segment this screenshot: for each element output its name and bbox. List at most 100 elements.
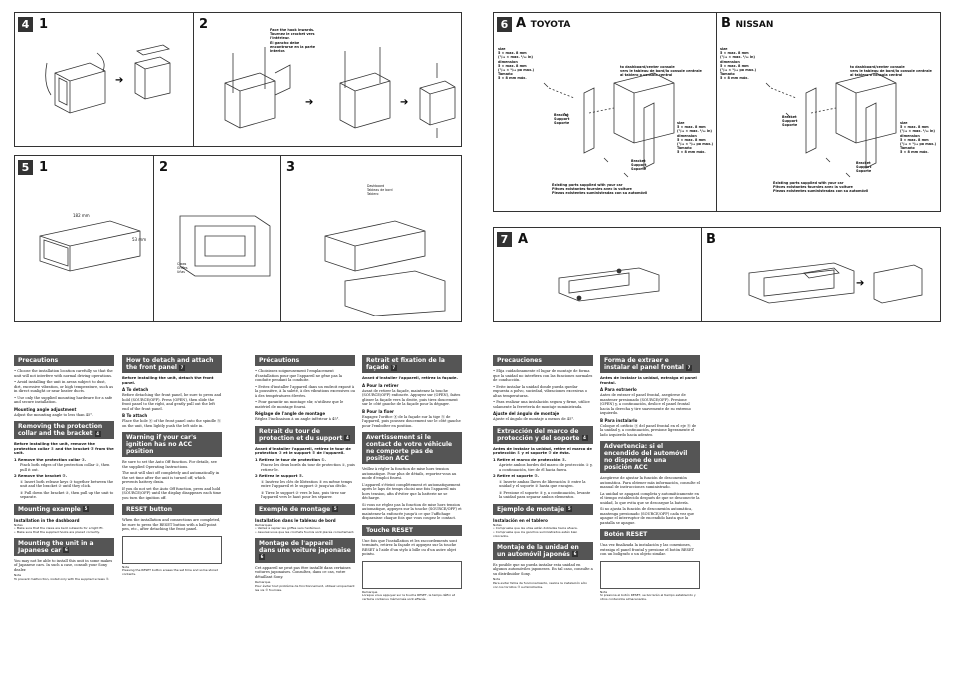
step-1-es: 1 Retire el marco de protección ①. — [493, 456, 567, 462]
figure-ref: 5 — [566, 506, 573, 512]
heading-text: Retrait du tour de protection et du supp… — [259, 427, 343, 442]
precaution-fr-2: • Evitez d'installer l'appareil dans un … — [255, 384, 355, 398]
reset-text: When the installation and connections ar… — [122, 518, 221, 531]
reset-illustration-fr — [362, 560, 462, 589]
remove-bracket-illustration: ➔ ➔ — [224, 47, 456, 138]
bracket-label-nissan-1: Bracket Support Soporte — [782, 115, 798, 128]
nissan-title: B NISSAN — [721, 16, 773, 31]
dashboard-cutout-illustration — [39, 220, 141, 272]
to-detach-heading-es: A Para extraerlo — [600, 387, 637, 392]
heading-text: Montage de l'appareil dans une voiture j… — [259, 539, 351, 554]
step-2-b-fr: ② Tirez le support ② vers le bas, puis t… — [261, 490, 346, 500]
figure-5-badge: 5 — [18, 160, 33, 175]
step-2: 2 Remove the bracket ②. — [14, 473, 68, 478]
front-panel-heading-es: Forma de extraer e instalar el panel fro… — [600, 355, 700, 373]
screw-note-fr: Remarque Pour éviter tout problème de fo… — [255, 580, 355, 592]
step-1-detail: Pinch both edges of the protection colla… — [20, 463, 110, 472]
acc-warning-es-1: Asegúrese de ajustar la función de desco… — [600, 476, 700, 489]
precautions-heading-fr: Précautions — [255, 355, 355, 366]
figure-6-panel: 6 A TOYOTA B NISSAN size 5 × max. 8 mm (… — [493, 12, 941, 212]
heading-text: Retrait et fixation de la façade — [366, 357, 445, 371]
existing-parts-nissan: Existing parts supplied with your car Pi… — [773, 181, 869, 194]
toyota-title: A TOYOTA — [516, 16, 570, 31]
figure-6-badge: 6 — [497, 17, 512, 32]
removing-collar-heading: Removing the protection collar and the b… — [14, 421, 114, 439]
column-spanish-right: Forma de extraer e instalar el panel fro… — [600, 355, 700, 605]
reset-text-fr: Une fois que l'installation et les racco… — [362, 538, 458, 557]
heading-text: Exemple de montage — [259, 505, 331, 513]
reset-note-es: Nota Si presiona el botón RESET, se borr… — [600, 589, 696, 602]
claws-label: Claws Griffes Uñas — [177, 262, 188, 274]
figure-4-badge: 4 — [18, 17, 33, 32]
precaution-fr-1: • Choisissez soigneusement l'emplacement… — [255, 369, 342, 382]
step-1-fr: 1 Retirez le tour de protection ①. — [255, 456, 326, 462]
step-2-b-es: ② Presione el soporte ② y, a continuació… — [499, 490, 591, 500]
precautions-heading-es: Precauciones — [493, 355, 593, 366]
figure-ref: 4 — [581, 435, 588, 441]
angle-text-es: Ajuste el ángulo de montaje a menos de 4… — [493, 417, 575, 421]
step-2-fr: 2 Retirez le support ②. — [255, 473, 304, 478]
divider — [716, 13, 717, 211]
japanese-car-text-fr: Cet appareil ne peut pas être installé d… — [255, 565, 351, 579]
reset-heading: RESET button — [122, 504, 222, 515]
detach-intro: Before installing the unit, detach the f… — [122, 375, 214, 385]
japanese-car-heading-fr: Montage de l'appareil dans une voiture j… — [255, 537, 355, 563]
section-letter-b: B — [721, 16, 731, 31]
figure-4-panel: 4 1 2 ➔ ➔ ➔ Face the hook inwards. Tourn… — [14, 12, 462, 147]
screw-size-nissan-top: size 5 × max. 8 mm (⁷/₃₂ × max. ⁵/₁₆ in)… — [720, 47, 757, 81]
mounting-angle-text: Adjust the mounting angle to less than 4… — [14, 412, 94, 417]
bracket-label-toyota-1: Bracket Support Soporte — [554, 113, 570, 126]
figure-ref: 4 — [94, 430, 101, 437]
reset-illustration — [122, 535, 222, 564]
reset-illustration-es — [600, 560, 700, 589]
acc-warning-heading: Warning if your car's ignition has no AC… — [122, 432, 222, 457]
japanese-car-text: You may not be able to install this unit… — [14, 558, 113, 572]
figure-ref: 7 — [686, 364, 693, 371]
removing-collar-heading-fr: Retrait du tour de protection et du supp… — [255, 425, 355, 444]
japanese-car-text-es: Es posible que no pueda instalar esta un… — [493, 562, 593, 576]
figure-ref: 7 — [390, 364, 397, 371]
before-install-text: Before installing the unit, remove the p… — [14, 441, 114, 455]
step-2-a-es: ① Inserte ambas llaves de liberación ③ e… — [499, 479, 586, 489]
screw-note-es: Nota Para evitar fallos de funcionamient… — [493, 577, 587, 589]
to-attach-heading-es: B Para instalarlo — [600, 417, 638, 423]
precaution-es-2: • Evite instalar la unidad donde pueda q… — [493, 384, 588, 398]
step-2-a-fr: ① Insérez les clés de libération ③ en mê… — [261, 479, 353, 489]
heading-text: Forma de extraer e instalar el panel fro… — [604, 357, 684, 371]
acc-warning-3: If you do not set the Auto Off function,… — [122, 486, 222, 500]
acc-warning-heading-fr: Avertissement si le contact de votre véh… — [362, 432, 462, 464]
reset-heading-fr: Touche RESET — [362, 524, 462, 536]
before-install-es: Antes de instalar la unidad, retire el m… — [493, 445, 592, 455]
notes-es: Notas • Compruebe que las uñas están dob… — [493, 522, 578, 538]
to-attach-text-fr: Engagez l'orifice ⓐ de la façade sur la … — [362, 414, 461, 428]
to-detach-text: Before detaching the front panel, be sur… — [122, 393, 222, 411]
width-dimension: 182 mm — [73, 213, 90, 218]
mounting-example-heading-es: Ejemplo de montaje 5 — [493, 503, 593, 515]
remove-collar-illustration: ➔ — [45, 44, 171, 114]
precaution-2: • Avoid installing the unit in areas sub… — [14, 380, 114, 393]
svg-text:➔: ➔ — [305, 97, 313, 108]
acc-warning-fr-1: Veillez à régler la fonction de mise hor… — [362, 467, 457, 480]
precaution-3: • Use only the supplied mounting hardwar… — [14, 395, 113, 405]
brand-nissan: NISSAN — [735, 20, 774, 30]
heading-text: Ejemplo de montaje — [497, 505, 565, 513]
column-french-left: Précautions • Choisissez soigneusement l… — [255, 355, 355, 596]
to-attach-text-es: Coloque el orificio ⓐ del panel frontal … — [600, 423, 697, 437]
heading-text: Mounting the unit in a Japanese car — [18, 539, 94, 554]
step-1: 1 Remove the protection collar ①. — [14, 456, 87, 462]
reset-text-es: Una vez finalizada la instalación y las … — [600, 543, 695, 556]
acc-warning-es-3: Si no ajusta la función de desconexión a… — [600, 507, 694, 525]
step-2-label: 2 — [159, 160, 169, 175]
figure-ref: 7 — [179, 364, 186, 371]
acc-warning-heading-es: Advertencia: si el encendido del automóv… — [600, 441, 700, 473]
divider — [280, 156, 281, 321]
japanese-car-heading: Mounting the unit in a Japanese car 6 — [14, 537, 114, 556]
precaution-1: • Choose the installation location caref… — [14, 369, 113, 378]
existing-parts-toyota: Existing parts supplied with your car Pi… — [552, 183, 648, 196]
column-english-left: Precautions • Choose the installation lo… — [14, 355, 114, 585]
step-2-label: 2 — [199, 17, 209, 32]
step-1-label: 1 — [39, 160, 49, 175]
removing-collar-heading-es: Extracción del marco de protección y del… — [493, 425, 593, 444]
sleeve-install-illustration — [324, 220, 446, 316]
svg-text:➔: ➔ — [856, 278, 864, 289]
